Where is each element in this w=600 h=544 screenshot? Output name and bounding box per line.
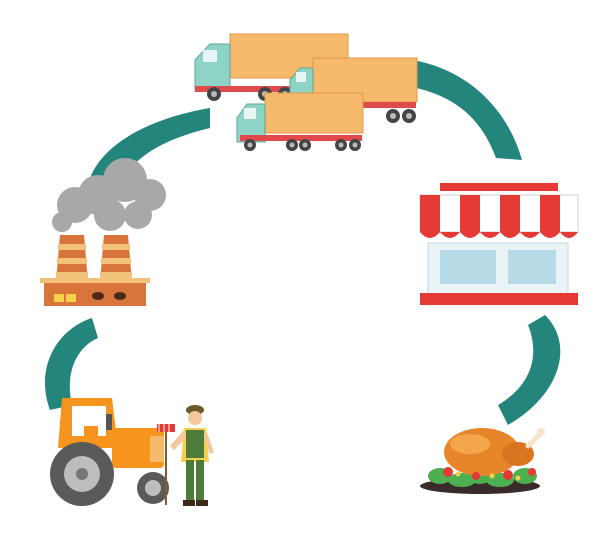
store-awning (419, 194, 579, 238)
arrow-store-to-food (498, 315, 561, 425)
garnish-tomatoes (443, 467, 536, 480)
chimney-right (100, 235, 132, 282)
farm-tractor-farmer-icon (50, 398, 214, 506)
farmer-icon (157, 405, 214, 506)
chimney-left (56, 235, 88, 282)
truck-front (236, 92, 364, 151)
factory-icon (40, 158, 166, 306)
roast-food-plate-icon (420, 428, 545, 494)
smoke-cloud (52, 158, 166, 232)
store-roof (440, 183, 558, 191)
arrow-farm-to-factory (44, 318, 98, 410)
store-base (420, 293, 578, 305)
delivery-trucks-icon (194, 33, 418, 151)
store-window-right (508, 250, 556, 284)
tractor-icon (50, 398, 169, 506)
store-window-left (440, 250, 496, 284)
arrow-trucks-to-store (392, 58, 522, 160)
retail-store-icon (419, 183, 579, 305)
